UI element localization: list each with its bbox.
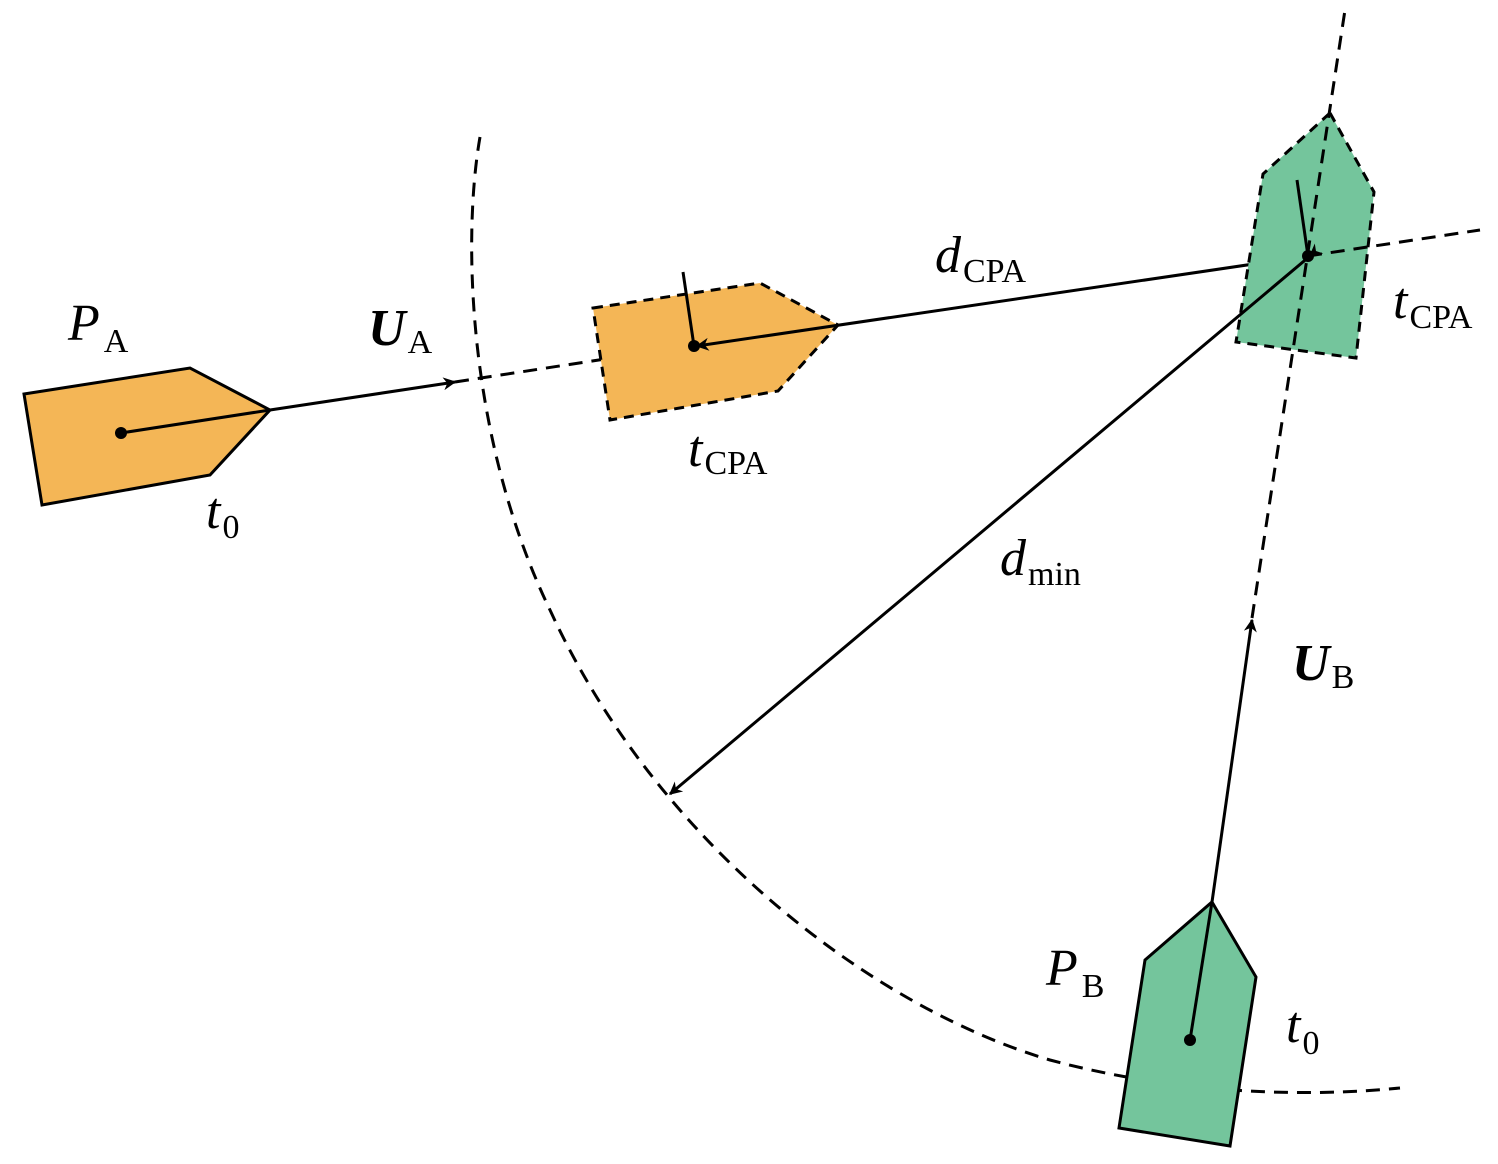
ub-velocity-arrow — [1210, 618, 1257, 903]
ship-b-cpa-heading-tick — [1295, 179, 1310, 257]
ship-b-center-point — [1184, 1034, 1196, 1046]
ship-a-at-cpa — [591, 281, 841, 422]
label-pb-t0: t0 — [1286, 997, 1319, 1062]
dmin-arrow — [669, 243, 1324, 796]
label-ub: UB — [1292, 635, 1354, 696]
label-pa-t0: t0 — [206, 483, 239, 546]
label-dcpa: dCPA — [935, 227, 1026, 290]
ua-velocity-arrow — [269, 377, 457, 412]
safety-circle-arc — [470, 136, 1401, 1095]
label-ua: UA — [368, 300, 433, 361]
ship-a-initial — [22, 366, 273, 507]
ship-a-center-point — [115, 427, 127, 439]
ship-b-initial — [1117, 899, 1258, 1148]
ship-a-cpa-center-point — [688, 340, 700, 352]
dcpa-extension-line — [1307, 228, 1481, 258]
label-pa-tcpa: tCPA — [688, 421, 768, 482]
label-dmin: dmin — [1000, 530, 1081, 593]
ship-a-heading-line — [120, 408, 271, 435]
label-pb-tcpa: tCPA — [1393, 273, 1473, 336]
ship-b-heading-line — [1188, 901, 1214, 1041]
ship-a-track-line — [454, 344, 691, 384]
